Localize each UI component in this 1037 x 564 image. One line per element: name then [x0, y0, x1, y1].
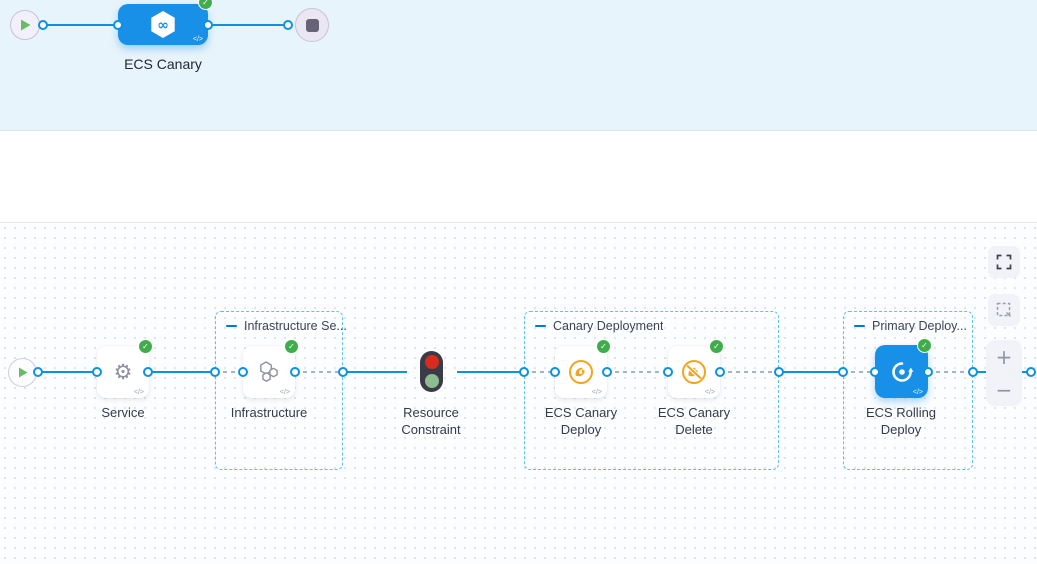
connector-port [663, 367, 673, 377]
step-infrastructure[interactable]: ✓ </> [243, 339, 299, 398]
group-label[interactable]: Infrastructure Se... [244, 319, 347, 333]
connector-port [602, 367, 612, 377]
step-label-ecs-canary-delete: ECS Canary Delete [657, 405, 731, 437]
edge [148, 371, 215, 373]
infinity-glyph: ∞ [157, 18, 169, 34]
code-icon: </> [279, 389, 290, 396]
edge-dashed [607, 371, 668, 373]
zoom-out-button[interactable]: − [995, 377, 1013, 402]
edge-dashed [843, 371, 875, 373]
step-label-ecs-rolling-deploy: ECS Rolling Deploy [865, 405, 937, 437]
play-icon [20, 19, 30, 31]
connector-port [838, 367, 848, 377]
step-ecs-canary-deploy[interactable]: ✓ </> [555, 339, 611, 398]
edge-dashed [720, 371, 779, 373]
edge-dashed [295, 371, 343, 373]
stop-icon [305, 18, 319, 32]
zoom-in-button[interactable]: + [995, 344, 1013, 369]
edge [779, 371, 843, 373]
collapse-group-icon[interactable] [226, 325, 237, 327]
marquee-select-button[interactable] [988, 294, 1020, 326]
connector-port [1026, 367, 1036, 377]
status-success-icon: ✓ [917, 338, 932, 353]
connector-port [338, 367, 348, 377]
harness-stage-icon: ∞ [151, 11, 175, 38]
canary-delete-icon [682, 360, 706, 384]
code-icon: </> [192, 36, 203, 43]
connector-port [210, 367, 220, 377]
step-label-resource-constraint: Resource Constraint [401, 405, 461, 437]
step-label-infrastructure: Infrastructure [230, 405, 308, 420]
ecs-rolling-icon [891, 361, 913, 382]
execution-graph-canvas[interactable] [0, 223, 1037, 564]
group-label[interactable]: Primary Deploy... [872, 319, 967, 333]
step-ecs-rolling-deploy[interactable]: ✓ </> [875, 338, 932, 398]
connector-port [550, 367, 560, 377]
status-success-icon: ✓ [709, 339, 724, 354]
edge-dashed [215, 371, 243, 373]
edge [38, 371, 97, 373]
code-icon: </> [704, 389, 715, 396]
connector-port [715, 367, 725, 377]
play-icon [18, 367, 27, 378]
connector-port [143, 367, 153, 377]
edge [457, 371, 524, 373]
group-canary-deployment: Canary Deployment [524, 311, 779, 470]
connector-port [113, 20, 123, 30]
connector-port [92, 367, 102, 377]
stage-label[interactable]: ECS Canary [124, 56, 202, 72]
group-primary-deployment: Primary Deploy... [843, 311, 973, 470]
connector-port [923, 367, 933, 377]
status-success-icon: ✓ [284, 339, 299, 354]
collapse-group-icon[interactable] [535, 325, 546, 327]
stage-pipeline-band: ∞ ✓ </> ECS Canary [0, 0, 1037, 131]
edge-dashed [928, 371, 973, 373]
collapse-group-icon[interactable] [854, 325, 865, 327]
group-infrastructure-section: Infrastructure Se... [215, 311, 347, 470]
step-ecs-canary-delete[interactable]: ✓ </> [668, 339, 724, 398]
connector-port [283, 20, 293, 30]
group-label[interactable]: Canary Deployment [553, 319, 664, 333]
traffic-light-red [424, 355, 439, 369]
traffic-light-green [424, 374, 439, 388]
connector-port [870, 367, 880, 377]
step-label-service: Service [101, 405, 145, 420]
status-success-icon: ✓ [198, 0, 213, 10]
step-service[interactable]: ⚙ ✓ </> [97, 339, 153, 398]
pipeline-start-button[interactable] [10, 10, 40, 40]
zoom-controls: + − [986, 340, 1022, 406]
fullscreen-button[interactable] [988, 246, 1020, 278]
connector-port [774, 367, 784, 377]
connector-port [290, 367, 300, 377]
status-success-icon: ✓ [596, 339, 611, 354]
canary-deploy-icon [569, 360, 593, 384]
code-icon: </> [133, 389, 144, 396]
execution-header: ECS Canary Started at: 10/6/2022, 5:01:2… [0, 131, 1037, 330]
marquee-select-icon [996, 302, 1012, 318]
edge [343, 371, 407, 373]
pipeline-end-button[interactable] [295, 8, 329, 42]
stage-node-ecs-canary[interactable]: ∞ ✓ </> [118, 0, 213, 45]
connector-port [519, 367, 529, 377]
edge-dashed [524, 371, 555, 373]
edge-start-to-stage [43, 24, 118, 26]
connector-port [238, 367, 248, 377]
step-resource-constraint[interactable] [420, 351, 443, 392]
fullscreen-icon [996, 254, 1012, 270]
code-icon: </> [912, 389, 923, 396]
connector-port [203, 20, 213, 30]
edge-stage-to-end [208, 24, 288, 26]
connector-port [968, 367, 978, 377]
code-icon: </> [591, 389, 602, 396]
status-success-icon: ✓ [138, 339, 153, 354]
connector-port [38, 20, 48, 30]
step-label-ecs-canary-deploy: ECS Canary Deploy [544, 405, 618, 437]
gear-icon: ⚙ [113, 359, 133, 384]
hexagons-icon [260, 361, 278, 383]
connector-port [33, 367, 43, 377]
